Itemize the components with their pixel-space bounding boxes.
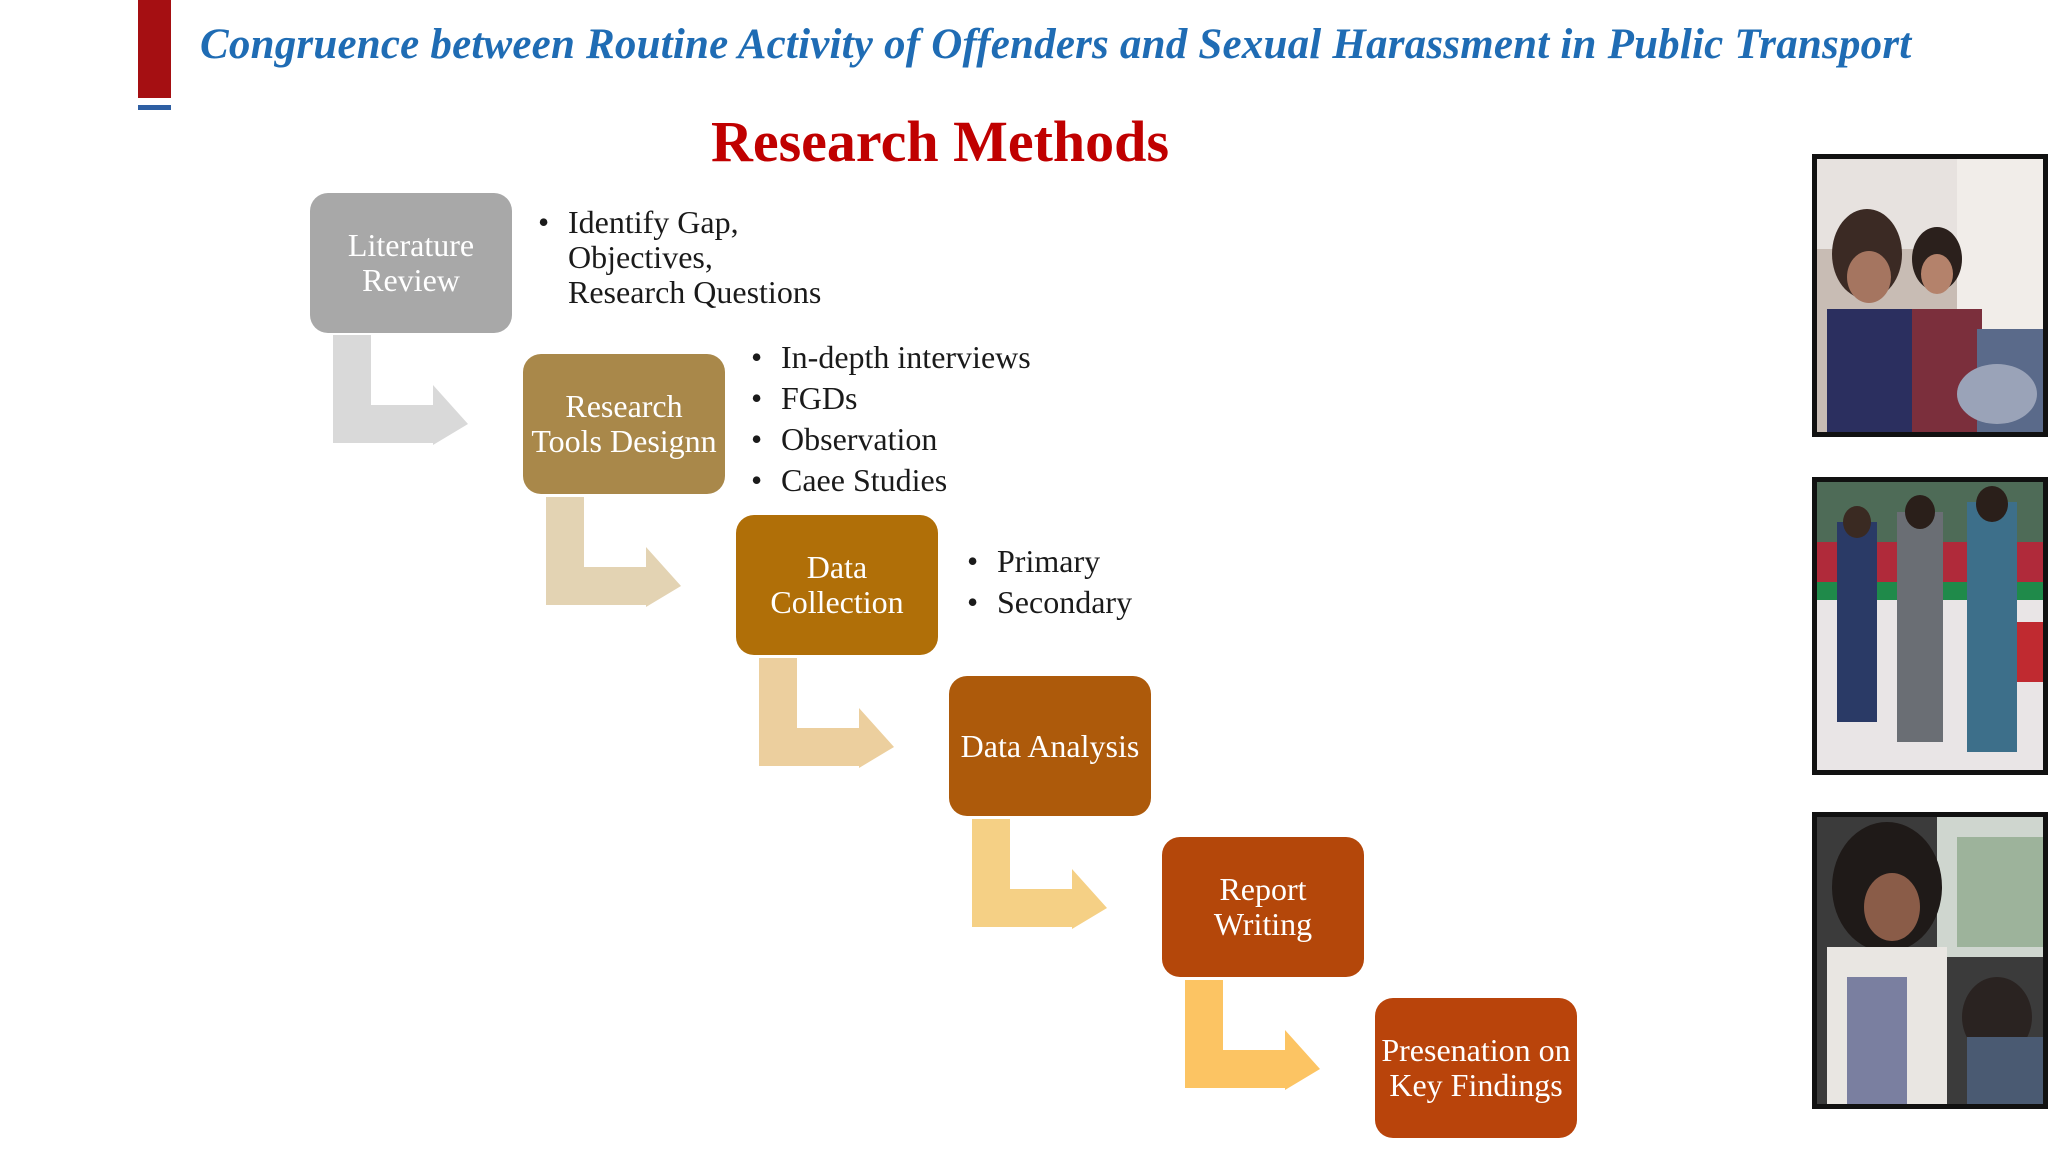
tools-notes: In-depth interviews FGDs Observation Cae… <box>751 337 1031 501</box>
header-title: Congruence between Routine Activity of O… <box>200 21 1912 68</box>
accent-bar <box>138 0 171 98</box>
accent-underline <box>138 105 171 110</box>
bus-stop-photo <box>1812 477 2048 775</box>
step-label: Research Tools Designn <box>531 388 717 459</box>
bus-crowd-photo <box>1812 154 2048 437</box>
passenger-photo <box>1812 812 2048 1109</box>
list-item: In-depth interviews <box>751 337 1031 378</box>
step-label: Presenation on Key Findings <box>1381 1032 1571 1103</box>
flow-arrow-1 <box>333 335 468 445</box>
flow-arrow-4 <box>972 819 1107 929</box>
flow-arrow-3 <box>759 658 894 768</box>
step-research-tools-design: Research Tools Designn <box>523 354 725 494</box>
step-label: Literature Review <box>347 227 475 298</box>
step-label: Report Writing <box>1213 871 1313 942</box>
collection-notes: Primary Secondary <box>967 541 1132 623</box>
list-item: Observation <box>751 419 1031 460</box>
slide-title: Research Methods <box>710 109 1170 174</box>
step-data-analysis: Data Analysis <box>949 676 1151 816</box>
flow-arrow-5 <box>1185 980 1320 1090</box>
list-item: Secondary <box>967 582 1132 623</box>
flow-arrow-2 <box>546 497 681 607</box>
step-literature-review: Literature Review <box>310 193 512 333</box>
list-item: FGDs <box>751 378 1031 419</box>
step-label: Data Analysis <box>960 727 1140 764</box>
literature-notes: Identify Gap, Objectives, Research Quest… <box>538 205 821 310</box>
step-data-collection: Data Collection <box>736 515 938 655</box>
step-report-writing: Report Writing <box>1162 837 1364 977</box>
list-item: Identify Gap, Objectives, Research Quest… <box>538 205 821 310</box>
step-label: Data Collection <box>770 549 904 620</box>
step-presentation-key-findings: Presenation on Key Findings <box>1375 998 1577 1138</box>
list-item: Primary <box>967 541 1132 582</box>
list-item: Caee Studies <box>751 460 1031 501</box>
